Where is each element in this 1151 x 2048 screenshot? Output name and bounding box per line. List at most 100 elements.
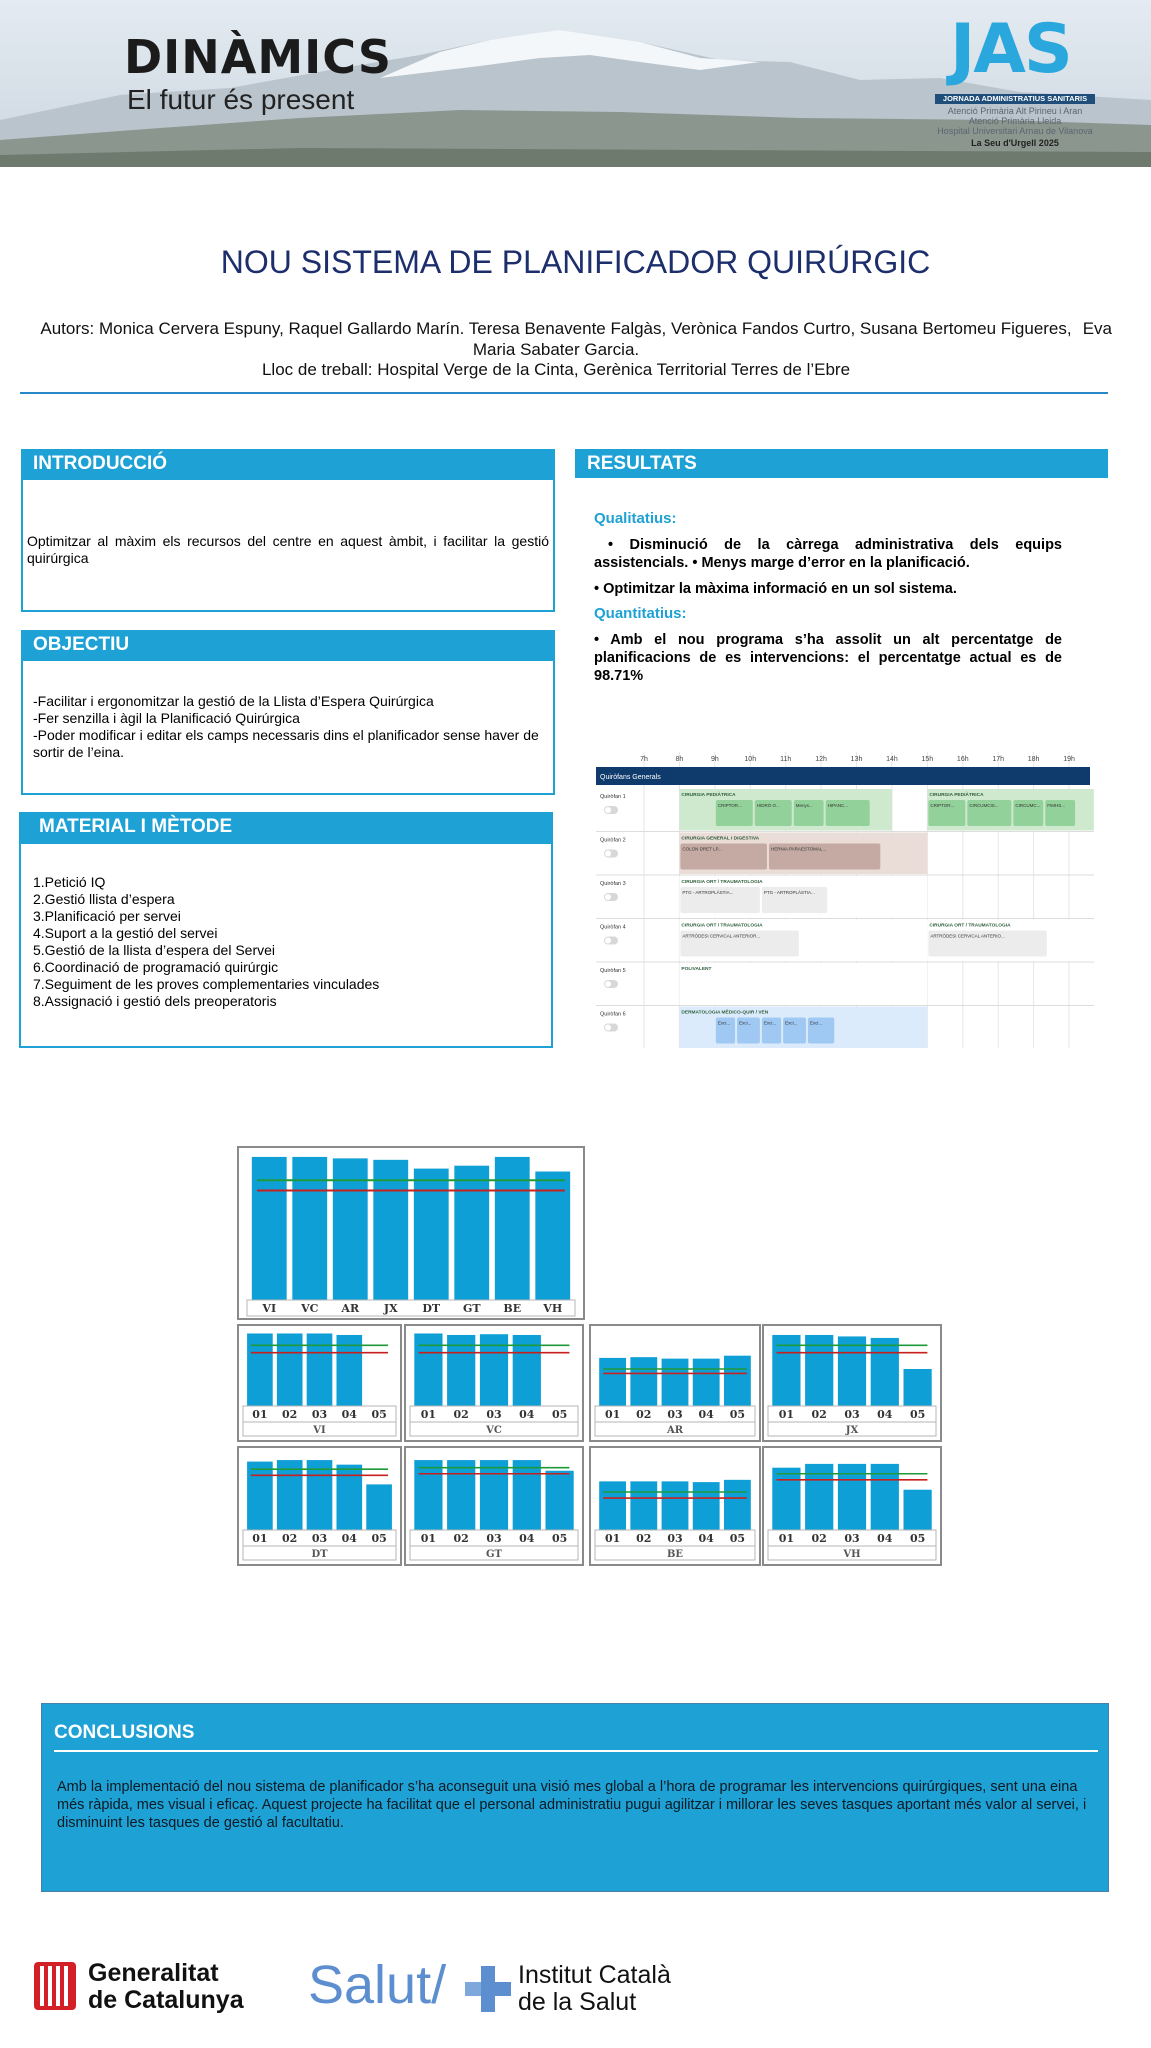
room-toggle-knob [605,807,611,813]
material-list: 1.Petició IQ 2.Gestió llista d’espera 3.… [33,874,543,1010]
tick-label: 05 [910,1408,925,1421]
mountain-landscape [0,0,1151,167]
authors-eva: Eva [1082,319,1112,338]
axis-title-row [242,1421,397,1437]
surgery-case[interactable] [715,800,753,826]
surgery-case[interactable] [761,1017,782,1044]
objectiu-box: -Facilitar i ergonomitzar la gestió de l… [21,659,555,795]
room-toggle-knob [605,1024,611,1031]
bar [479,1334,509,1406]
bar [630,1357,658,1406]
schedule-block-label: CIRURGIA ORT / TRAUMATOLOGIA [929,923,1011,929]
surgery-case[interactable] [680,843,767,870]
tick-label: GT [463,1302,481,1315]
material-item: 5.Gestió de la llista d’espera del Serve… [33,942,276,958]
surgery-case[interactable] [928,800,966,826]
x-axis-title: VC [485,1425,502,1436]
surgery-case[interactable] [680,887,760,913]
surgery-case[interactable] [1013,800,1044,826]
room-toggle-knob [605,850,611,857]
resultats-heading: RESULTATS [575,449,1108,478]
bar [306,1460,333,1530]
generalitat-line1: Generalitat [88,1959,219,1987]
tick-label: 03 [486,1532,501,1545]
surgery-case[interactable] [761,887,828,913]
bar [366,1484,392,1530]
tick-label: 05 [552,1408,567,1421]
surgery-case[interactable] [783,1017,806,1044]
tick-label: VH [542,1302,562,1315]
tick-label: 04 [342,1532,358,1545]
room-name: Quiròfan 5 [600,968,626,974]
hour-label: 8h [676,756,684,763]
room-name: Quiròfan 1 [600,794,626,800]
hour-label: 11h [780,756,791,763]
introduccio-box: Optimitzar al màxim els recursos del cen… [21,478,555,612]
tick-label: JX [383,1302,398,1315]
surgery-case[interactable] [807,1017,835,1044]
schedule-group-bar [596,767,1090,785]
tick-label: 02 [812,1532,827,1545]
schedule-block-label: CIRURGIA GENERAL I DIGESTIVA [681,836,759,842]
poster-title: NOU SISTEMA DE PLANIFICADOR QUIRÚRGIC [220,244,931,280]
bar [413,1168,449,1300]
axis-title-row [409,1545,579,1561]
conclusions-heading: CONCLUSIONS [54,1722,195,1743]
surgery-case[interactable] [793,800,824,826]
surgery-case[interactable] [737,1017,760,1044]
bar [805,1463,834,1530]
hour-label: 14h [886,756,898,763]
bar [661,1358,689,1406]
hour-label: 18h [1028,756,1040,763]
bar [251,1156,287,1300]
bar [512,1460,541,1530]
tick-row [767,1405,937,1423]
tick-label: 04 [519,1408,535,1421]
surgery-case[interactable] [754,800,792,826]
surgery-case-label: COLON DRET LP... [682,847,721,852]
schedule-block-label: CIRURGIA PEDIÀTRICA [681,791,736,798]
tick-row [409,1405,579,1423]
x-axis-title: VH [842,1549,860,1560]
surgery-case[interactable] [967,800,1012,826]
schedule-block-label: CIRURGIA ORT / TRAUMATOLOGIA [681,923,763,929]
bar [805,1334,834,1406]
surgery-case[interactable] [825,800,870,826]
jas-line4: Hospital Universitari Arnau de Vilanova [937,126,1093,136]
surgery-case[interactable] [715,1017,736,1044]
bar [276,1460,303,1530]
surgery-case-label: ARTRÒDESI CERVICAL ANTERIO... [930,933,1004,939]
introduccio-heading: INTRODUCCIÓ [21,449,555,478]
surgery-case[interactable] [680,930,799,957]
surgery-case-label: CIRCUMCIS... [969,803,998,808]
bar [692,1358,720,1406]
axis-title-row [767,1421,937,1437]
tick-label: DT [422,1302,441,1315]
tick-label: 05 [730,1532,745,1545]
tick-label: 03 [312,1532,327,1545]
room-toggle-knob [605,894,611,900]
tick-label: 04 [877,1408,893,1421]
surgery-case[interactable] [768,843,881,870]
surgery-case-label: Exci... [810,1021,822,1026]
tick-label: 02 [636,1408,651,1421]
generalitat-emblem-icon [34,1962,76,2010]
jas-letters: JAS [950,10,1073,89]
hour-label: 9h [711,756,719,763]
tick-label: 05 [910,1532,925,1545]
bar [306,1333,333,1406]
surgery-case[interactable] [1045,800,1076,826]
tick-row [594,1405,756,1423]
schedule-block[interactable] [679,963,928,1005]
title-divider [20,392,1108,394]
bar [903,1369,932,1406]
surgery-case[interactable] [928,930,1047,957]
qualitative-2: • Optimitzar la màxima informació en un … [594,581,957,597]
jas-line3: Atenció Primària Lleida [968,116,1062,126]
qualitative-1: • Disminució de la càrrega administrativ… [594,537,1062,571]
